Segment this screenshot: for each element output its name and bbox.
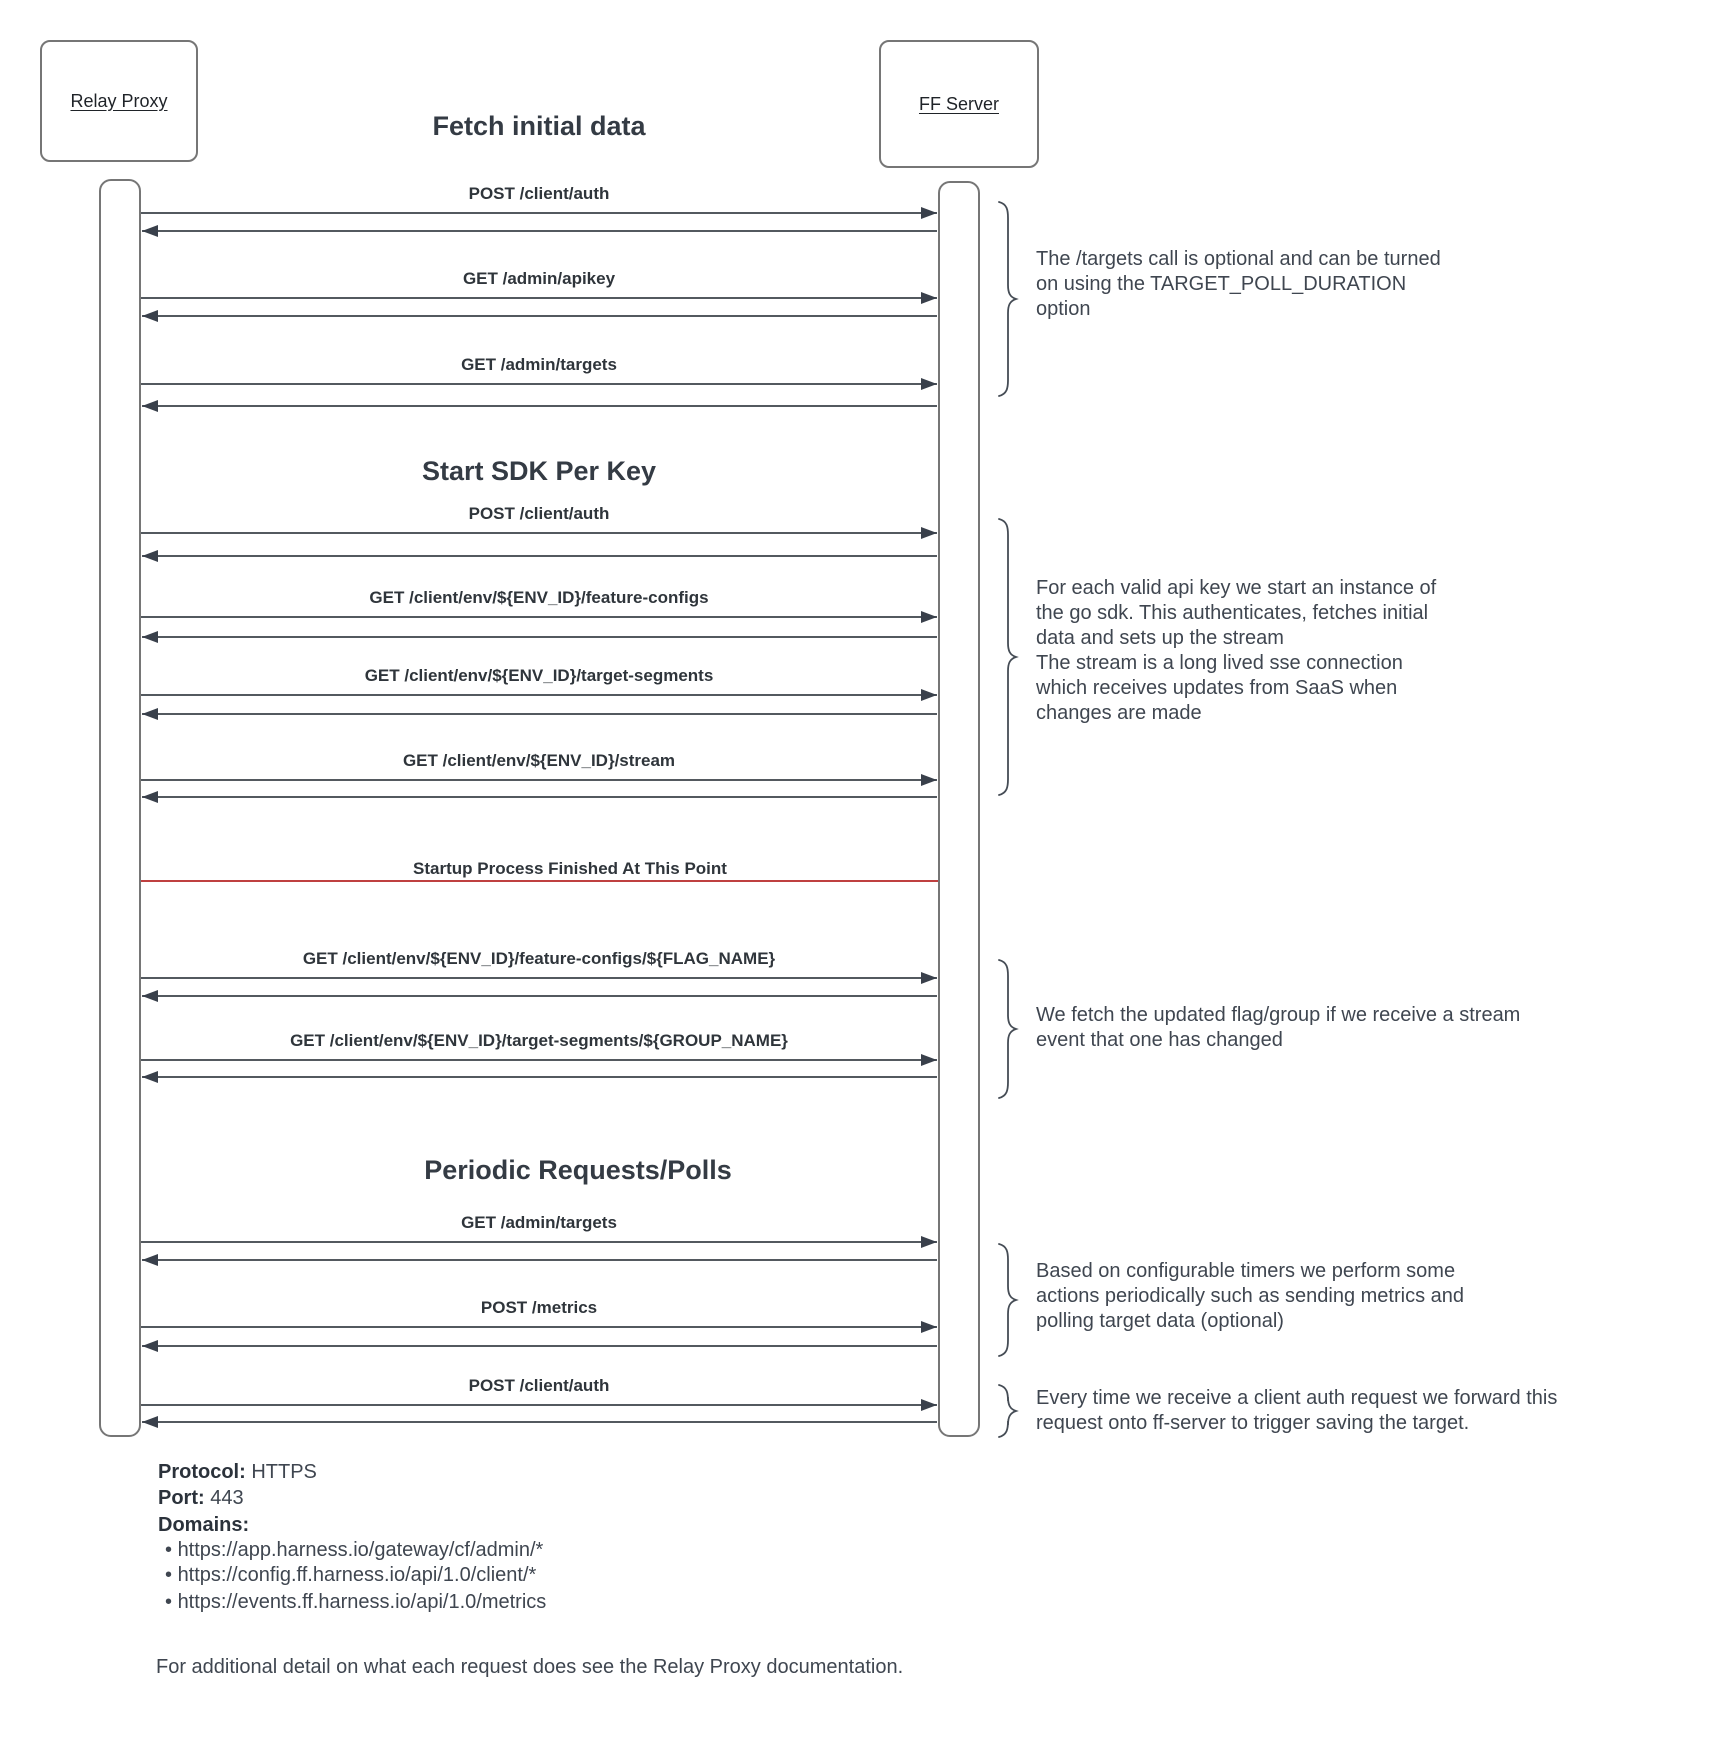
domain-item: https://app.harness.io/gateway/cf/admin/…: [165, 1538, 544, 1562]
arrowhead-right-icon: [921, 527, 937, 539]
response-arrow: [142, 550, 937, 562]
domains-label: Domains:: [158, 1514, 250, 1536]
protocol-line: Protocol: HTTPS: [158, 1460, 317, 1484]
arrowhead-right-icon: [921, 1399, 937, 1411]
arrowhead-right-icon: [921, 1236, 937, 1248]
message-label: GET /admin/targets: [461, 355, 617, 374]
request-arrow: [141, 689, 937, 701]
arrowhead-right-icon: [921, 292, 937, 304]
curly-brace-icon: [998, 518, 1019, 796]
footer-note: For additional detail on what each reque…: [156, 1656, 904, 1678]
arrowhead-left-icon: [142, 631, 158, 643]
actor-relay-proxy-label: Relay Proxy: [70, 90, 168, 111]
request-arrow: [141, 1321, 937, 1333]
startup-divider-label: Startup Process Finished At This Point: [413, 859, 727, 878]
response-arrow: [142, 225, 937, 237]
message-label: GET /client/env/${ENV_ID}/target-segment…: [364, 666, 714, 685]
curly-brace-icon: [998, 201, 1019, 397]
section-heading-fetch-initial-data: Fetch initial data: [432, 111, 646, 141]
annotation-text: The /targets call is optional and can be…: [1036, 248, 1441, 320]
curly-brace-icon: [998, 959, 1019, 1099]
arrowhead-right-icon: [921, 689, 937, 701]
message-label: GET /client/env/${ENV_ID}/stream: [402, 751, 676, 770]
message-label: GET /admin/targets: [461, 1213, 617, 1232]
request-arrow: [141, 774, 937, 786]
annotation-text: We fetch the updated flag/group if we re…: [1036, 1004, 1521, 1051]
response-arrow: [142, 1340, 937, 1352]
arrowhead-left-icon: [142, 225, 158, 237]
protocol-value: HTTPS: [251, 1461, 317, 1483]
arrowhead-left-icon: [142, 1071, 158, 1083]
arrowhead-left-icon: [142, 708, 158, 720]
message-label: POST /client/auth: [468, 1376, 610, 1395]
arrowhead-left-icon: [142, 990, 158, 1002]
request-arrow: [141, 207, 937, 219]
request-arrow: [141, 1054, 937, 1066]
response-arrow: [142, 631, 937, 643]
curly-brace-icon: [998, 1384, 1019, 1438]
arrowhead-left-icon: [142, 310, 158, 322]
response-arrow: [142, 791, 937, 803]
domains-line: Domains:: [158, 1513, 249, 1537]
arrowhead-right-icon: [921, 1054, 937, 1066]
arrowhead-right-icon: [921, 972, 937, 984]
arrowhead-left-icon: [142, 791, 158, 803]
request-arrow: [141, 611, 937, 623]
response-arrow: [142, 310, 937, 322]
domain-item: https://events.ff.harness.io/api/1.0/met…: [165, 1590, 547, 1614]
message-label: POST /client/auth: [468, 504, 610, 523]
message-label: GET /client/env/${ENV_ID}/feature-config…: [369, 588, 709, 607]
message-label: POST /metrics: [480, 1298, 598, 1317]
request-arrow: [141, 972, 937, 984]
response-arrow: [142, 1254, 937, 1266]
request-arrow: [141, 378, 937, 390]
ff-server-lifeline: [938, 181, 980, 1437]
message-label: GET /client/env/${ENV_ID}/target-segment…: [290, 1031, 788, 1050]
annotation-text: Based on configurable timers we perform …: [1036, 1260, 1464, 1332]
port-label: Port:: [158, 1487, 205, 1509]
request-arrow: [141, 1236, 937, 1248]
annotation-text: Every time we receive a client auth requ…: [1036, 1387, 1558, 1434]
response-arrow: [142, 1416, 937, 1428]
message-label: POST /client/auth: [468, 184, 610, 203]
message-label: GET /client/env/${ENV_ID}/feature-config…: [302, 949, 776, 968]
request-arrow: [141, 527, 937, 539]
response-arrow: [142, 1071, 937, 1083]
section-heading-periodic-requests: Periodic Requests/Polls: [424, 1155, 732, 1185]
arrowhead-left-icon: [142, 1416, 158, 1428]
request-arrow: [141, 292, 937, 304]
arrowhead-left-icon: [142, 550, 158, 562]
arrowhead-right-icon: [921, 774, 937, 786]
arrowhead-right-icon: [921, 611, 937, 623]
arrowhead-right-icon: [921, 378, 937, 390]
arrowhead-left-icon: [142, 1340, 158, 1352]
domain-item: https://config.ff.harness.io/api/1.0/cli…: [165, 1563, 537, 1587]
actor-ff-server-label: FF Server: [918, 93, 999, 114]
curly-brace-icon: [998, 1243, 1019, 1357]
actor-ff-server: FF Server: [879, 40, 1039, 168]
response-arrow: [142, 400, 937, 412]
port-line: Port: 443: [158, 1486, 244, 1510]
startup-divider-line: [141, 880, 938, 882]
response-arrow: [142, 990, 937, 1002]
actor-relay-proxy: Relay Proxy: [40, 40, 198, 162]
port-value: 443: [210, 1487, 244, 1509]
section-heading-start-sdk-per-key: Start SDK Per Key: [421, 456, 657, 486]
arrowhead-right-icon: [921, 1321, 937, 1333]
message-label: GET /admin/apikey: [462, 269, 616, 288]
relay-proxy-lifeline: [99, 179, 141, 1437]
protocol-label: Protocol:: [158, 1461, 246, 1483]
arrowhead-left-icon: [142, 1254, 158, 1266]
response-arrow: [142, 708, 937, 720]
request-arrow: [141, 1399, 937, 1411]
arrowhead-left-icon: [142, 400, 158, 412]
arrowhead-right-icon: [921, 207, 937, 219]
annotation-text: For each valid api key we start an insta…: [1036, 577, 1437, 724]
